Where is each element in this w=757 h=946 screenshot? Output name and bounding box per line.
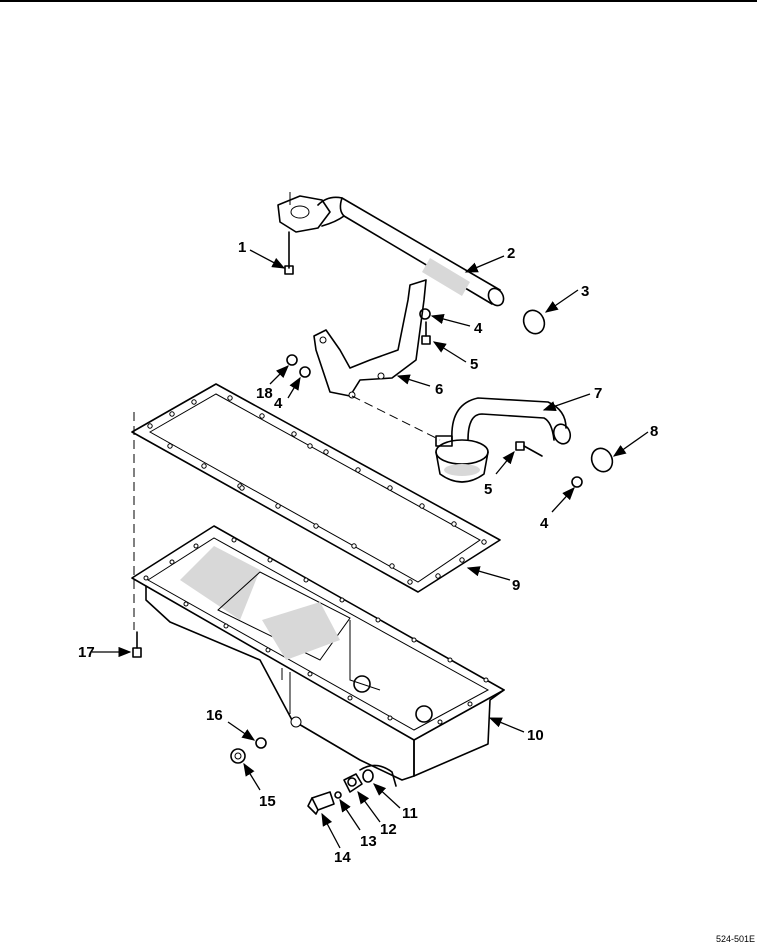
part-pickup-tube-screen — [435, 397, 572, 483]
part-washer-4c — [571, 476, 583, 488]
callout-16: 16 — [206, 707, 223, 724]
callout-13: 13 — [360, 833, 377, 850]
callout-5: 5 — [470, 356, 478, 373]
callout-11: 11 — [402, 805, 418, 822]
alignment-line-bracket — [351, 395, 441, 441]
callout-3: 3 — [581, 283, 589, 300]
figure-code: 524-501E — [716, 934, 756, 944]
part-washer-4 — [419, 308, 431, 320]
part-bolt-5 — [421, 321, 431, 345]
part-oil-pickup-tube — [277, 192, 505, 307]
callout-2: 2 — [507, 245, 515, 262]
part-plug-15 — [230, 748, 246, 764]
part-bolt-1 — [284, 231, 294, 275]
part-seal-13 — [334, 791, 342, 799]
callout-18: 18 — [256, 385, 273, 402]
part-o-ring-8 — [590, 447, 614, 473]
callout-14: 14 — [334, 849, 351, 866]
part-gasket-11 — [362, 769, 374, 783]
part-nut-18 — [286, 354, 298, 366]
callout-12: 12 — [380, 821, 397, 838]
part-elbow-14 — [307, 791, 335, 815]
callout-1: 1 — [238, 239, 246, 256]
part-washer-4b — [299, 366, 311, 378]
callout-10: 10 — [527, 727, 544, 744]
callout-17: 17 — [78, 644, 95, 661]
callout-4b: 4 — [274, 395, 283, 412]
part-fitting-12 — [343, 773, 363, 793]
callout-8: 8 — [650, 423, 658, 440]
part-bracket-6 — [313, 279, 427, 399]
part-bolt-5b — [515, 441, 543, 457]
callout-4: 4 — [474, 320, 483, 337]
part-o-ring-3 — [522, 309, 546, 335]
callout-9: 9 — [512, 577, 520, 594]
part-oil-pan-10 — [131, 525, 505, 787]
part-washer-16 — [255, 737, 267, 749]
part-gasket-9 — [131, 383, 501, 593]
top-rule — [0, 0, 757, 2]
callout-6: 6 — [435, 381, 443, 398]
part-bolt-17 — [132, 631, 142, 658]
leader-lines — [92, 249, 649, 849]
callout-7: 7 — [594, 385, 602, 402]
callout-5b: 5 — [484, 481, 492, 498]
callout-4c: 4 — [540, 515, 549, 532]
callout-15: 15 — [259, 793, 276, 810]
